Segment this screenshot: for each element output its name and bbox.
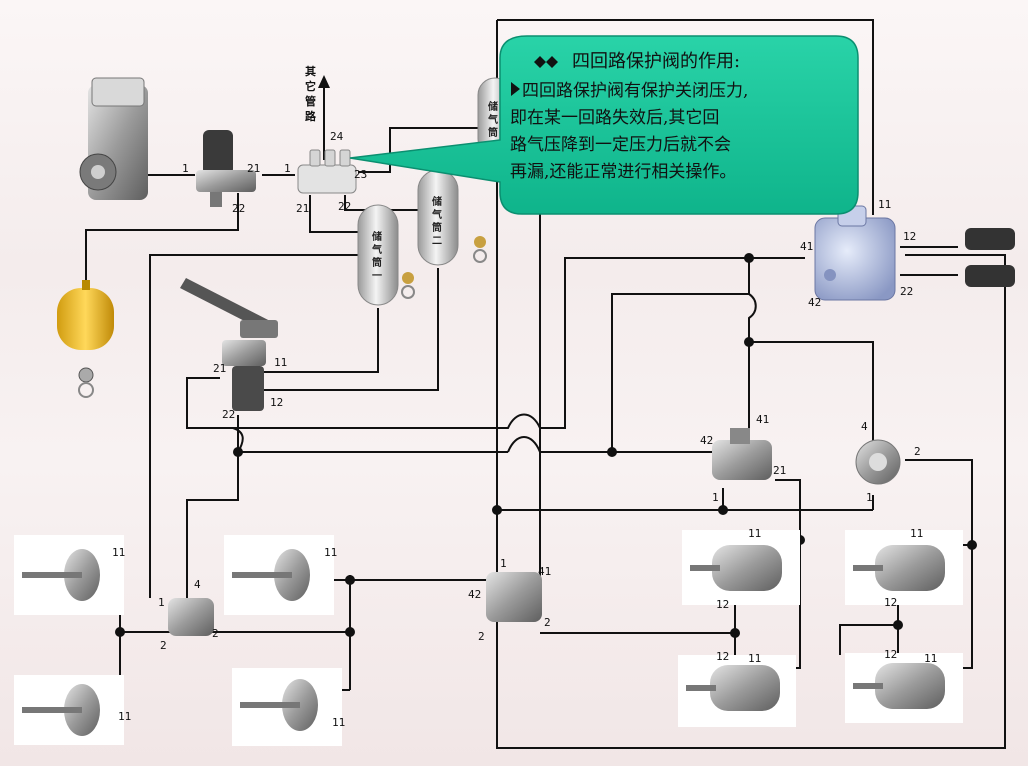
port-labels: 1 21 22 1 24 23 21 22 21 11 22 12 11 41 … xyxy=(112,130,937,729)
svg-text:1: 1 xyxy=(712,491,719,504)
svg-text:12: 12 xyxy=(903,230,916,243)
spring-chamber-b xyxy=(678,655,796,727)
svg-text:路: 路 xyxy=(305,109,317,123)
svg-text:11: 11 xyxy=(878,198,891,211)
svg-text:11: 11 xyxy=(274,356,287,369)
svg-text:筒: 筒 xyxy=(488,126,498,139)
hand-brake-valve xyxy=(712,428,772,480)
svg-text:2: 2 xyxy=(212,627,219,640)
spring-chamber-a xyxy=(682,530,800,605)
callout-box: 四回路保护阀的作用: 四回路保护阀有保护关闭压力, 即在某一回路失效后,其它回 … xyxy=(349,35,859,215)
svg-text:12: 12 xyxy=(884,596,897,609)
junction-dots xyxy=(115,253,977,638)
svg-text:21: 21 xyxy=(213,362,226,375)
svg-text:1: 1 xyxy=(866,491,873,504)
svg-text:它: 它 xyxy=(305,79,316,93)
svg-text:其: 其 xyxy=(305,64,316,78)
svg-text:41: 41 xyxy=(538,565,551,578)
brake-chamber-front-right xyxy=(224,535,334,615)
callout-title: 四回路保护阀的作用: xyxy=(572,51,740,72)
svg-text:11: 11 xyxy=(324,546,337,559)
svg-text:22: 22 xyxy=(232,202,245,215)
callout-line-3: 路气压降到一定压力后就不会 xyxy=(510,135,731,155)
svg-text:21: 21 xyxy=(773,464,786,477)
rear-relay-valve xyxy=(486,572,542,622)
svg-text:储: 储 xyxy=(487,100,498,113)
spring-chamber-d xyxy=(845,653,963,723)
svg-text:储: 储 xyxy=(431,195,442,208)
air-compressor xyxy=(79,77,148,200)
svg-text:11: 11 xyxy=(748,652,761,665)
arrow-bullet-icon xyxy=(511,82,520,96)
svg-text:11: 11 xyxy=(112,546,125,559)
svg-text:24: 24 xyxy=(330,130,344,143)
svg-text:21: 21 xyxy=(247,162,260,175)
svg-text:筒: 筒 xyxy=(372,256,382,269)
svg-text:11: 11 xyxy=(924,652,937,665)
svg-text:41: 41 xyxy=(756,413,769,426)
svg-text:42: 42 xyxy=(468,588,481,601)
air-tank-2: 储 气 筒 二 xyxy=(417,169,487,266)
air-tank-1: 储 气 筒 一 xyxy=(357,204,415,306)
svg-text:21: 21 xyxy=(296,202,309,215)
svg-text:气: 气 xyxy=(487,113,498,126)
brake-pedal-valve xyxy=(180,278,278,411)
svg-text:11: 11 xyxy=(748,527,761,540)
svg-text:1: 1 xyxy=(182,162,189,175)
yellow-air-tank xyxy=(57,280,114,398)
front-relay-valve xyxy=(168,598,214,636)
svg-text:2: 2 xyxy=(914,445,921,458)
svg-text:2: 2 xyxy=(478,630,485,643)
svg-text:储: 储 xyxy=(371,230,382,243)
svg-text:管: 管 xyxy=(305,94,316,108)
svg-text:12: 12 xyxy=(716,650,729,663)
svg-text:2: 2 xyxy=(160,639,167,652)
svg-text:22: 22 xyxy=(338,200,351,213)
svg-text:1: 1 xyxy=(284,162,291,175)
svg-text:42: 42 xyxy=(700,434,713,447)
svg-text:1: 1 xyxy=(158,596,165,609)
callout-line-4: 再漏,还能正常进行相关操作。 xyxy=(510,162,736,182)
callout-line-1: 四回路保护阀有保护关闭压力, xyxy=(522,81,748,101)
flower-bullet-icon xyxy=(534,56,558,68)
svg-text:4: 4 xyxy=(861,420,868,433)
relay-valve-blue xyxy=(814,205,896,301)
svg-text:41: 41 xyxy=(800,240,813,253)
svg-text:4: 4 xyxy=(194,578,201,591)
svg-text:12: 12 xyxy=(270,396,283,409)
spring-chamber-c xyxy=(845,530,963,605)
svg-text:12: 12 xyxy=(884,648,897,661)
brake-chamber-mid-left xyxy=(14,675,124,745)
svg-text:气: 气 xyxy=(371,243,382,256)
trailer-couplings xyxy=(965,228,1015,287)
svg-text:气: 气 xyxy=(431,208,442,221)
air-dryer xyxy=(196,130,256,207)
svg-text:42: 42 xyxy=(808,296,821,309)
other-pipeline-arrow: 其 它 管 路 xyxy=(305,64,330,123)
brake-chamber-mid-right xyxy=(232,668,342,746)
svg-text:11: 11 xyxy=(118,710,131,723)
svg-text:12: 12 xyxy=(716,598,729,611)
svg-text:11: 11 xyxy=(910,527,923,540)
svg-text:23: 23 xyxy=(354,168,367,181)
four-circuit-protection-valve xyxy=(297,149,357,194)
svg-text:二: 二 xyxy=(432,235,442,247)
brake-chamber-front-left xyxy=(14,535,124,615)
pipe-lines xyxy=(85,19,1006,749)
svg-text:筒: 筒 xyxy=(432,221,442,234)
svg-text:22: 22 xyxy=(222,408,235,421)
svg-text:1: 1 xyxy=(500,557,507,570)
svg-text:22: 22 xyxy=(900,285,913,298)
callout-line-2: 即在某一回路失效后,其它回 xyxy=(510,108,719,128)
svg-text:11: 11 xyxy=(332,716,345,729)
quick-release-valve xyxy=(855,439,901,485)
svg-text:2: 2 xyxy=(544,616,551,629)
svg-text:一: 一 xyxy=(372,271,382,282)
